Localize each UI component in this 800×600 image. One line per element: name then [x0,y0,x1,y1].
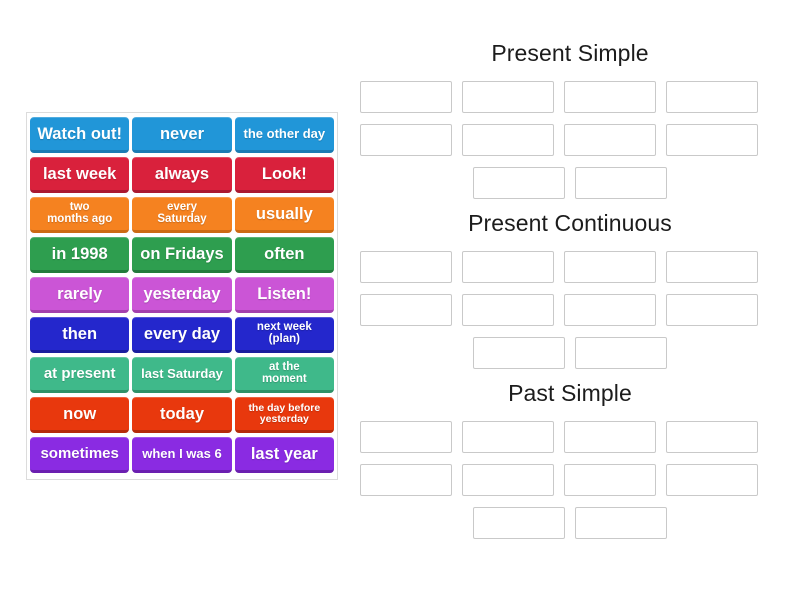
word-tile[interactable]: rarely [30,277,130,313]
word-tile[interactable]: last week [30,157,130,193]
drop-slot-rows [360,421,780,539]
drop-slot[interactable] [360,81,452,113]
drop-slot[interactable] [575,507,667,539]
drop-slot[interactable] [564,421,656,453]
word-tile[interactable]: always [132,157,232,193]
word-tile[interactable]: at present [30,357,130,393]
word-tile[interactable]: often [234,237,334,273]
drop-slot[interactable] [462,464,554,496]
category-group-present-continuous: Present Continuous [360,210,780,369]
drop-slot-rows [360,251,780,369]
drop-slot[interactable] [462,251,554,283]
drop-slot-row [360,167,780,199]
drop-slot-row [360,294,780,326]
drop-slot[interactable] [360,464,452,496]
word-tile[interactable]: last Saturday [132,357,232,393]
drop-slot[interactable] [462,124,554,156]
drop-slot[interactable] [360,124,452,156]
drop-slot[interactable] [473,167,565,199]
drop-slot-row [360,337,780,369]
word-tile[interactable]: usually [234,197,334,233]
drop-slot-rows [360,81,780,199]
word-tile[interactable]: the other day [234,117,334,153]
drop-slot[interactable] [575,167,667,199]
drop-slot[interactable] [564,251,656,283]
drop-slot[interactable] [666,294,758,326]
drop-slot[interactable] [564,294,656,326]
drop-slot[interactable] [360,421,452,453]
word-tile[interactable]: every day [132,317,232,353]
word-tile[interactable]: last year [234,437,334,473]
word-tile[interactable]: when I was 6 [132,437,232,473]
word-tile[interactable]: in 1998 [30,237,130,273]
category-title-past-simple: Past Simple [508,380,632,406]
word-tile[interactable]: Listen! [234,277,334,313]
word-tile[interactable]: on Fridays [132,237,232,273]
drop-slot-row [360,421,780,453]
drop-slot[interactable] [462,81,554,113]
drop-slot[interactable] [666,124,758,156]
category-title-present-continuous: Present Continuous [468,210,672,236]
word-tile[interactable]: never [132,117,232,153]
drop-slot[interactable] [564,124,656,156]
word-tile[interactable]: Look! [234,157,334,193]
word-tile[interactable]: then [30,317,130,353]
drop-slot[interactable] [575,337,667,369]
drop-slot[interactable] [360,294,452,326]
drop-slot[interactable] [666,421,758,453]
word-tile[interactable]: now [30,397,130,433]
drop-slot[interactable] [666,81,758,113]
category-group-present-simple: Present Simple [360,40,780,199]
drop-slot[interactable] [473,337,565,369]
drop-slot[interactable] [564,464,656,496]
category-title-present-simple: Present Simple [491,40,649,66]
drop-slot-row [360,81,780,113]
drop-slot[interactable] [666,464,758,496]
drop-slot[interactable] [666,251,758,283]
category-group-past-simple: Past Simple [360,380,780,539]
drop-slot[interactable] [360,251,452,283]
drop-slot-row [360,124,780,156]
drop-slot[interactable] [462,294,554,326]
drop-slot-row [360,251,780,283]
drop-slot[interactable] [473,507,565,539]
drop-slot[interactable] [564,81,656,113]
drop-slot-row [360,464,780,496]
word-tile[interactable]: yesterday [132,277,232,313]
drop-slot[interactable] [462,421,554,453]
word-tile[interactable]: today [132,397,232,433]
word-tile[interactable]: sometimes [30,437,130,473]
word-tile[interactable]: next week(plan) [234,317,334,353]
drop-slot-row [360,507,780,539]
word-tile[interactable]: Watch out! [30,117,130,153]
